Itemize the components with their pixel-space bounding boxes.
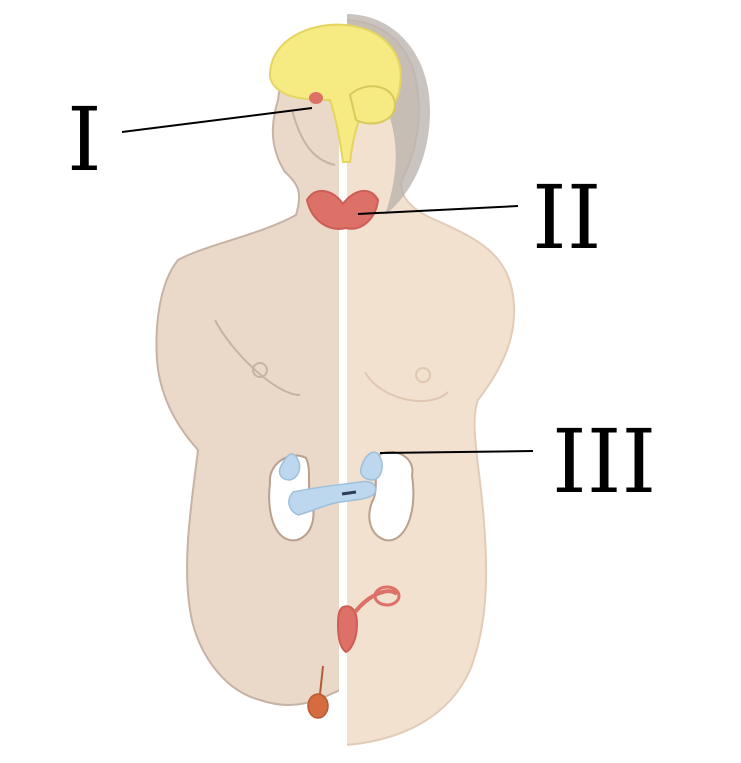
pointer-line-iii: [379, 450, 534, 454]
chin-outline-left: [291, 109, 336, 166]
label-iii: III: [552, 410, 656, 513]
nipple-right: [415, 367, 431, 383]
pointer-line-ii: [357, 205, 519, 215]
spermatic-cord: [319, 665, 324, 695]
ovary: [373, 585, 401, 607]
pancreatic-duct: [341, 490, 357, 496]
testis: [307, 693, 329, 719]
pituitary-gland: [309, 92, 323, 104]
brain: [268, 23, 402, 163]
uterus: [336, 605, 359, 654]
nipple-left: [252, 362, 268, 378]
pointer-line-i: [121, 107, 313, 133]
cerebellum: [348, 85, 397, 125]
pancreas: [288, 480, 377, 516]
adrenal-gland-right: [359, 451, 383, 481]
adrenal-gland-left: [278, 453, 301, 481]
thyroid-gland: [305, 189, 380, 230]
label-i: I: [67, 88, 102, 191]
breast-outline-right: [364, 371, 449, 403]
label-ii: II: [532, 166, 602, 269]
fallopian-tube: [353, 589, 399, 614]
